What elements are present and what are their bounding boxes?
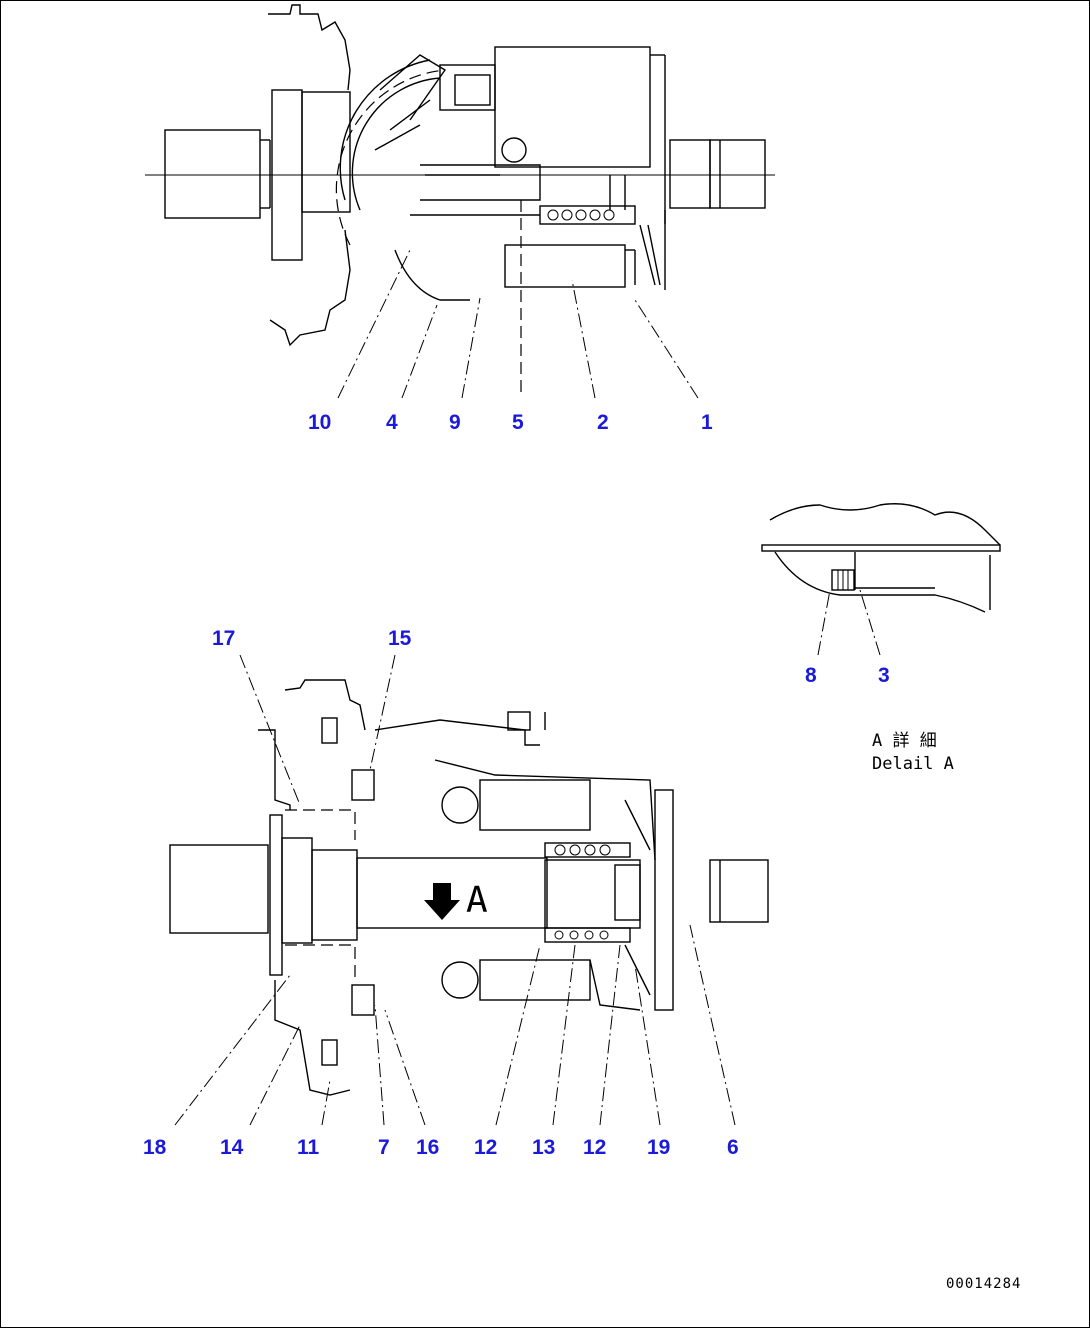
bottom-assembly <box>169 679 769 1096</box>
callout-12b: 12 <box>583 1136 606 1159</box>
top-leaders <box>337 249 699 399</box>
callout-9: 9 <box>449 411 461 434</box>
top-assembly <box>145 4 775 395</box>
view-mark-a: A <box>466 880 488 921</box>
callout-18: 18 <box>143 1136 167 1159</box>
detail-title-en: Delail A <box>872 754 954 774</box>
callout-5: 5 <box>512 411 524 434</box>
callout-4: 4 <box>386 411 398 434</box>
detail-a <box>761 503 1001 656</box>
detail-title-jp: A 詳 細 <box>872 731 937 751</box>
callout-13: 13 <box>532 1136 555 1159</box>
view-arrow-icon <box>424 883 460 920</box>
callout-10: 10 <box>308 411 331 434</box>
callout-16: 16 <box>416 1136 439 1159</box>
callout-17: 17 <box>212 627 235 650</box>
callout-2: 2 <box>597 411 609 434</box>
callout-3: 3 <box>878 664 890 687</box>
callout-8: 8 <box>805 664 817 687</box>
callout-15: 15 <box>388 627 412 650</box>
callout-1: 1 <box>701 411 713 434</box>
top-callouts: 10 4 9 5 2 1 <box>308 411 713 434</box>
bottom-leaders <box>174 654 736 1126</box>
callout-11: 11 <box>297 1136 320 1159</box>
callout-14: 14 <box>220 1136 244 1159</box>
drawing-number: 00014284 <box>946 1276 1021 1292</box>
bottom-callouts: 17 15 18 14 11 7 16 12 13 12 19 6 <box>143 627 739 1159</box>
callout-7: 7 <box>378 1136 390 1159</box>
callout-6: 6 <box>727 1136 739 1159</box>
callout-12a: 12 <box>474 1136 497 1159</box>
callout-19: 19 <box>647 1136 670 1159</box>
detail-callouts: 8 3 A 詳 細 Delail A <box>805 664 954 774</box>
